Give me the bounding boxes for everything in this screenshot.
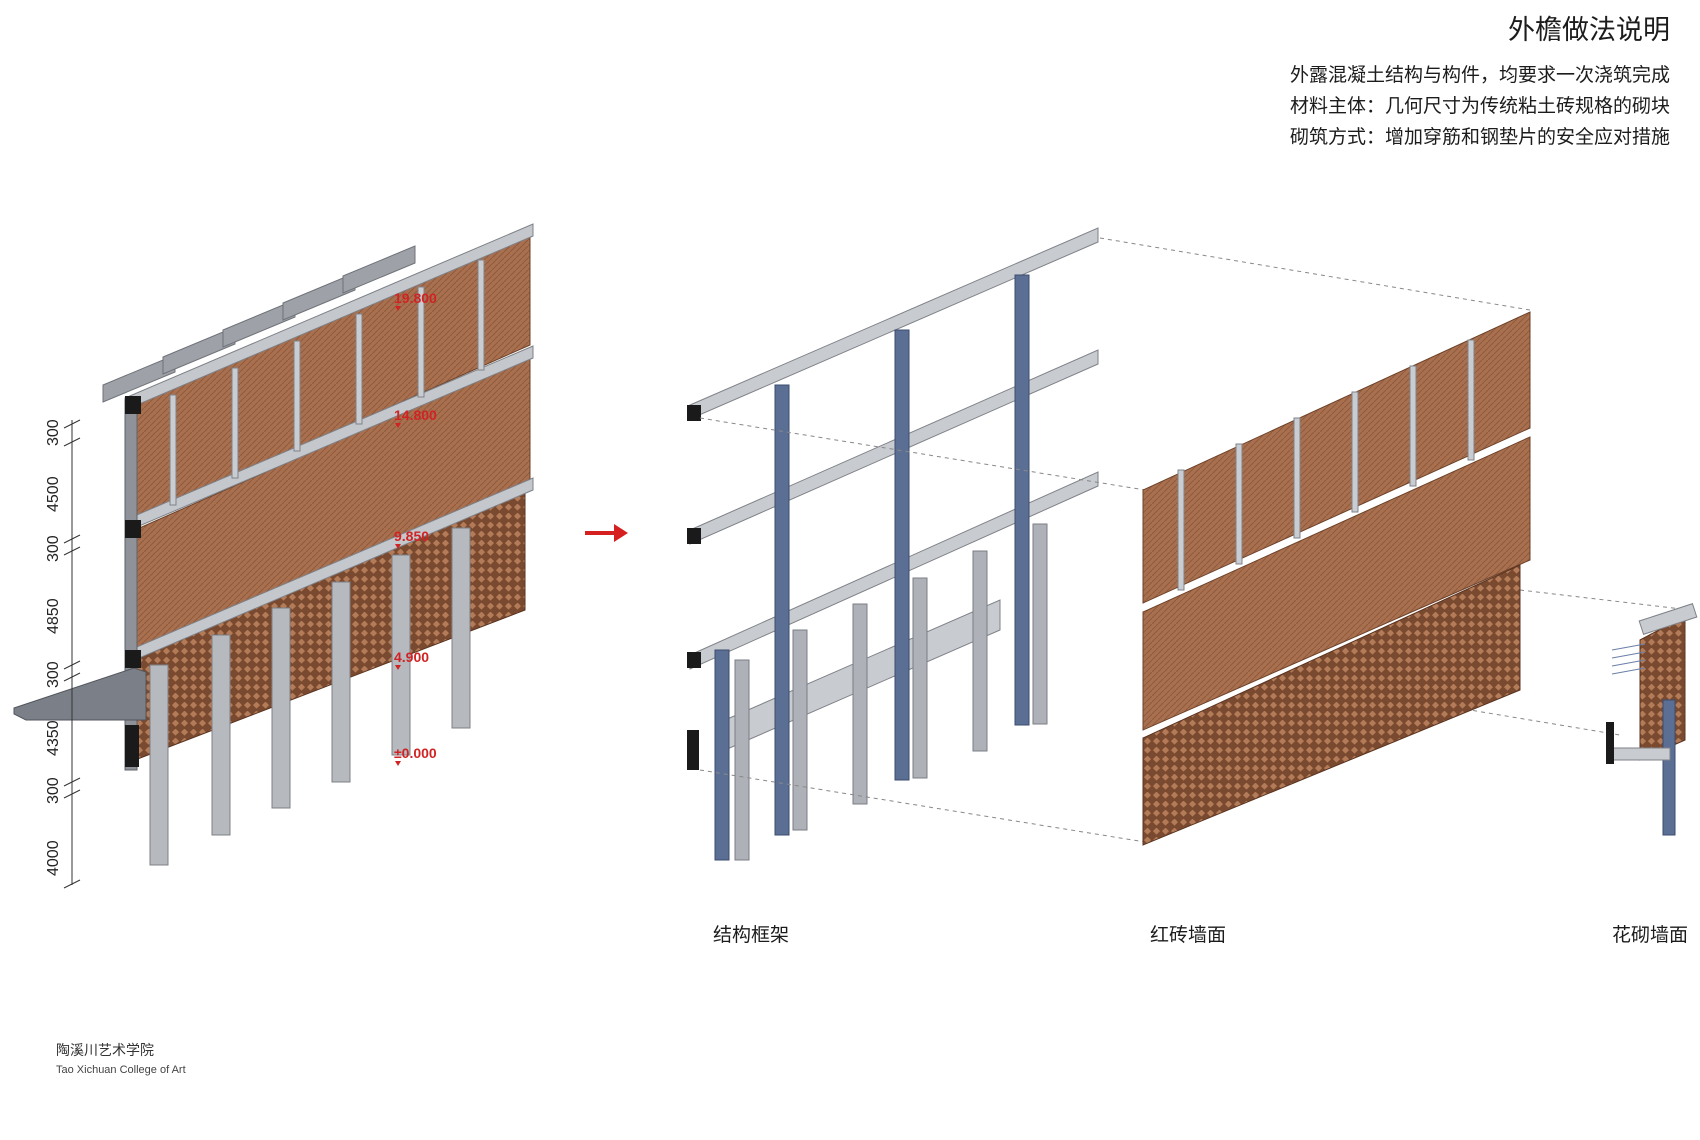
dimension-label: 300 (45, 419, 62, 446)
dimension-label: 4500 (45, 476, 62, 512)
beam-end-caps (687, 405, 701, 770)
dimension-chain (63, 419, 81, 889)
elevation-label: ±0.000 (394, 745, 437, 761)
dimension-label: 300 (45, 777, 62, 804)
assembled-facade: 19.800 14.800 9.850 4.900 ±0.000 300 450 (13, 223, 534, 889)
page-title: 外檐做法说明 (1508, 15, 1670, 46)
cantilever-slab (13, 667, 147, 721)
note-line: 砌筑方式：增加穿筋和钢垫片的安全应对措施 (1289, 126, 1670, 148)
notes-block: 外露混凝土结构与构件，均要求一次浇筑完成 材料主体：几何尺寸为传统粘土砖规格的砌… (1290, 60, 1670, 153)
dimension-label: 4350 (45, 720, 62, 756)
dimension-label: 4850 (45, 598, 62, 634)
elevation-label: 19.800 (394, 290, 437, 306)
arrow-icon (585, 524, 628, 542)
frame-columns (714, 274, 1030, 861)
caption-frame: 结构框架 (713, 924, 790, 946)
caption-brick-wall: 红砖墙面 (1150, 924, 1227, 946)
pattern-wall-section (1606, 603, 1698, 836)
roof-beams (102, 245, 416, 403)
structural-frame (687, 227, 1099, 861)
note-line: 外露混凝土结构与构件，均要求一次浇筑完成 (1289, 64, 1670, 86)
elevation-label: 9.850 (394, 528, 429, 544)
frame-short-columns (734, 523, 1048, 861)
footer: 陶溪川艺术学院 Tao Xichuan College of Art (56, 1040, 186, 1076)
dimension-label: 300 (45, 661, 62, 688)
slab-beams (124, 223, 534, 665)
elevation-label: 4.900 (394, 649, 429, 665)
caption-pattern-wall: 花砌墙面 (1612, 924, 1689, 946)
brick-wall-mullions (1177, 339, 1475, 591)
brick-wall-lattice (1142, 564, 1521, 846)
brick-wall-middle (1142, 436, 1531, 731)
note-line: 材料主体：几何尺寸为传统粘土砖规格的砌块 (1289, 95, 1670, 117)
footer-name-en: Tao Xichuan College of Art (56, 1064, 186, 1076)
footer-name-cn: 陶溪川艺术学院 (56, 1043, 154, 1059)
brick-wall (1142, 311, 1531, 846)
columns (149, 527, 471, 866)
elevation-markers: 19.800 14.800 9.850 4.900 ±0.000 (394, 290, 437, 766)
dimension-label: 4000 (45, 840, 62, 876)
mullions-upper (169, 259, 485, 506)
elevation-label: 14.800 (394, 407, 437, 423)
dimension-label: 300 (45, 535, 62, 562)
dimension-labels: 300 4500 300 4850 300 4350 300 4000 (45, 419, 62, 876)
